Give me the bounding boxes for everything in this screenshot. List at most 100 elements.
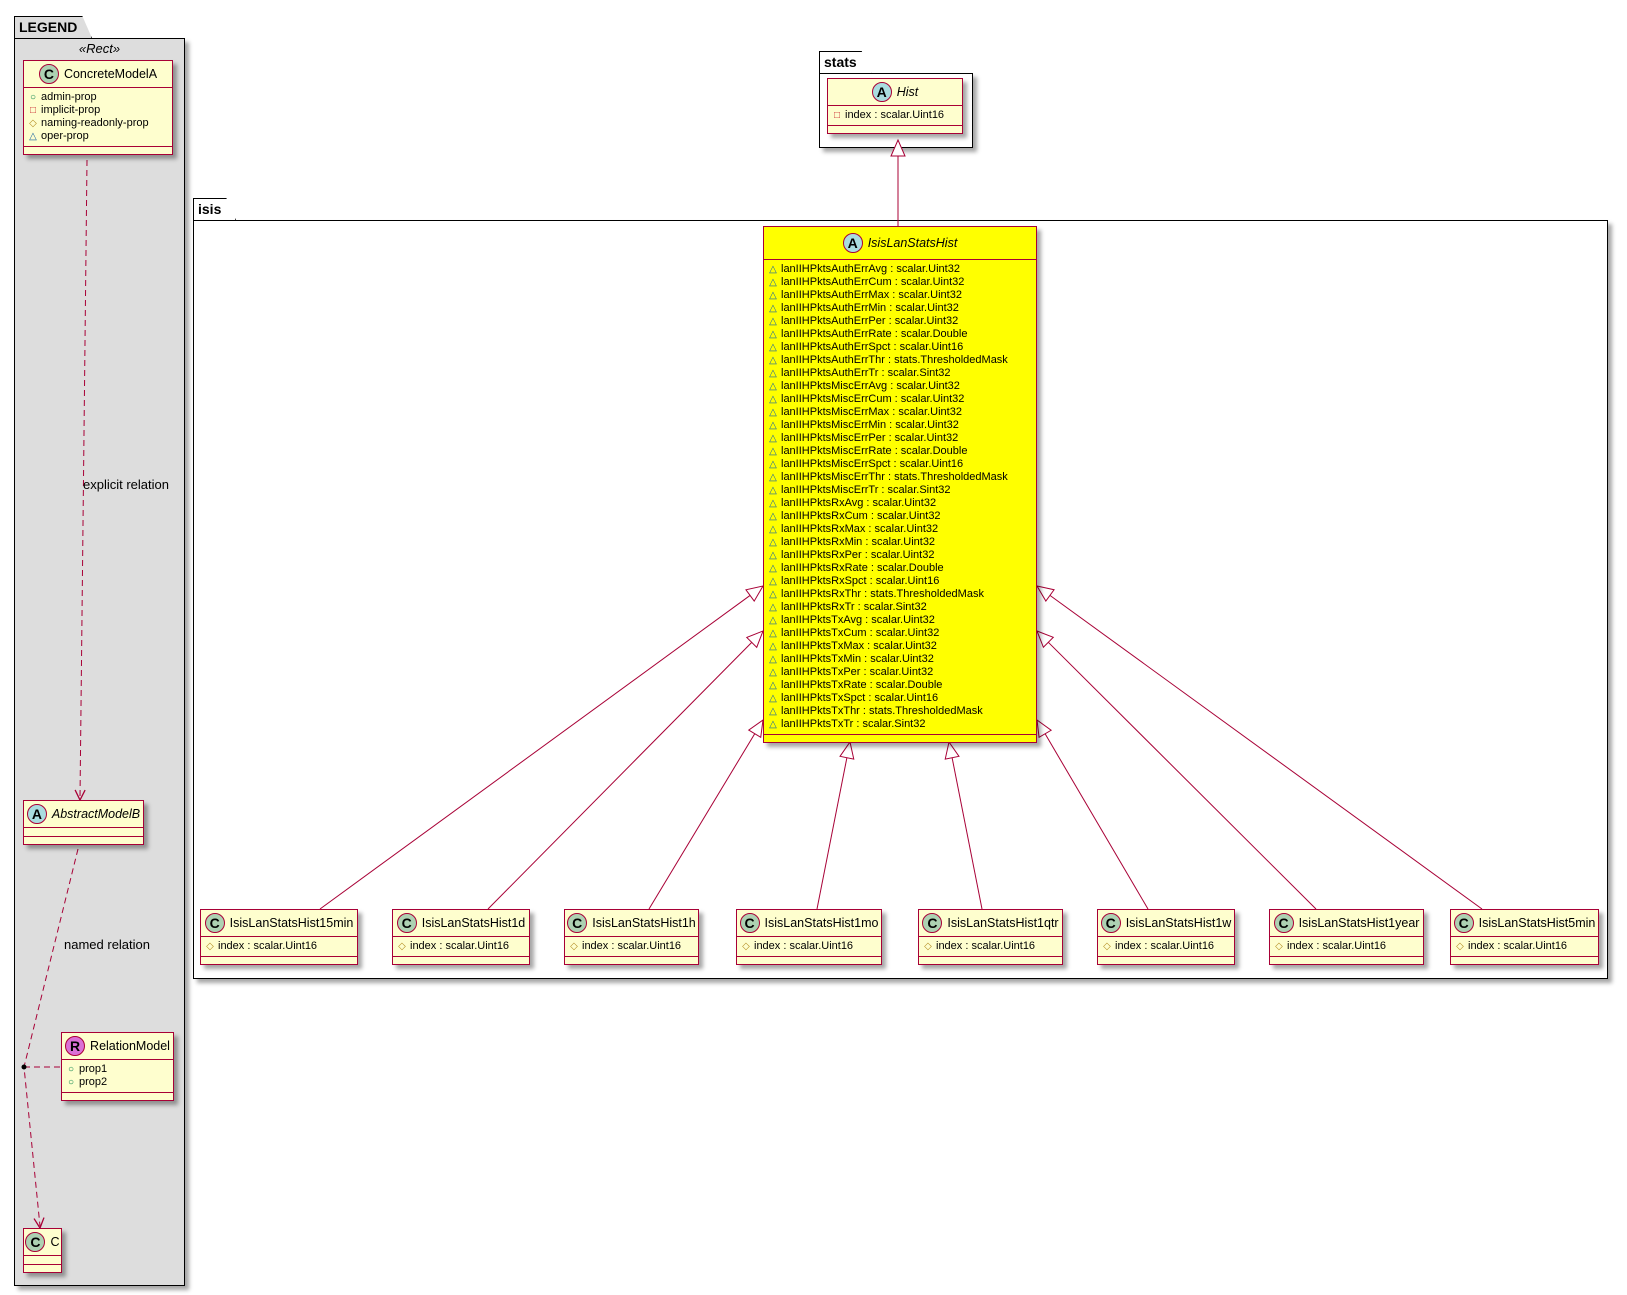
attribute-row: ◇index : scalar.Uint16 (1275, 940, 1418, 953)
class-methods (393, 957, 529, 964)
relation-class-icon: R (65, 1036, 86, 1056)
class-attributes: ◇index : scalar.Uint16 (565, 937, 698, 957)
class-attributes: ◇index : scalar.Uint16 (393, 937, 529, 957)
attribute-row: △lanIIHPktsRxCum : scalar.Uint32 (769, 510, 1031, 523)
attribute-row: △ lanIIHPktsTxRate : scalar.Double (769, 679, 1031, 692)
class-attributes: ◇index : scalar.Uint16 (201, 937, 357, 957)
class-icon: C (1273, 913, 1294, 933)
attribute-text: lanIIHPktsAuthErrRate : scalar.Double (781, 328, 968, 340)
attribute-row: □implicit-prop (29, 104, 167, 117)
package-visibility-icon: △ (769, 719, 777, 730)
attribute-text: lanIIHPktsRxMax : scalar.Uint32 (781, 523, 939, 535)
attribute-text: lanIIHPktsAuthErrAvg : scalar.Uint32 (781, 263, 960, 275)
attribute-row: ○prop1 (67, 1063, 168, 1076)
attribute-row: △lanIIHPktsAuthErrThr : stats.Thresholde… (769, 354, 1031, 367)
attribute-row: △ lanIIHPktsAuthErrRate : scalar.Double (769, 328, 1031, 341)
attribute-row: △lanIIHPktsRxThr : stats.ThresholdedMask (769, 588, 1031, 601)
class-icon: C (739, 913, 760, 933)
attribute-row: △lanIIHPktsMiscErrAvg : scalar.Uint32 (769, 380, 1031, 393)
class-name: IsisLanStatsHist1w (1125, 916, 1232, 930)
inheritance-arrowhead (890, 138, 906, 157)
attribute-text: lanIIHPktsTxPer : scalar.Uint32 (781, 666, 934, 678)
inheritance-arrowhead (1036, 718, 1053, 739)
class-methods (565, 957, 698, 964)
inheritance-line-h1year (1047, 641, 1317, 910)
attribute-text: lanIIHPktsTxMax : scalar.Uint32 (781, 640, 937, 652)
class-name: Hist (896, 85, 919, 99)
package-visibility-icon: △ (769, 680, 777, 691)
class-methods (62, 1093, 173, 1100)
attribute-text: lanIIHPktsTxRate : scalar.Double (781, 679, 943, 691)
class-attributes: ◇index : scalar.Uint16 (1451, 937, 1598, 957)
package-visibility-icon: △ (769, 329, 777, 340)
attribute-row: △lanIIHPktsMiscErrCum : scalar.Uint32 (769, 393, 1031, 406)
class-methods (24, 147, 172, 154)
inheritance-arrowhead (745, 630, 764, 649)
attribute-text: lanIIHPktsMiscErrThr : stats.Thresholded… (781, 471, 1008, 483)
attribute-text: index : scalar.Uint16 (1468, 940, 1568, 952)
attribute-row: ◇index : scalar.Uint16 (1456, 940, 1593, 953)
package-visibility-icon: △ (769, 511, 777, 522)
attribute-text: lanIIHPktsRxTr : scalar.Sint32 (781, 601, 927, 613)
package-visibility-icon: △ (769, 498, 777, 509)
class-name: IsisLanStatsHist1mo (764, 916, 879, 930)
public-visibility-icon: ○ (67, 1077, 75, 1088)
inheritance-line-h1qtr (951, 757, 983, 910)
attribute-text: lanIIHPktsRxMin : scalar.Uint32 (781, 536, 936, 548)
attribute-text: naming-readonly-prop (41, 117, 149, 129)
class-icon: C (25, 1232, 46, 1252)
abstract-class-icon: A (842, 233, 863, 253)
attribute-row: △lanIIHPktsMiscErrMax : scalar.Uint32 (769, 406, 1031, 419)
attribute-row: ◇index : scalar.Uint16 (924, 940, 1057, 953)
class-name: C (50, 1235, 60, 1249)
package-visibility-icon: △ (769, 641, 777, 652)
class-icon: C (1453, 913, 1474, 933)
inheritance-line-h5min (1049, 594, 1483, 910)
attribute-text: lanIIHPktsAuthErrThr : stats.Thresholded… (781, 354, 1008, 366)
package-visibility-icon: △ (769, 394, 777, 405)
attribute-text: oper-prop (41, 130, 89, 142)
attribute-row: ◇index : scalar.Uint16 (206, 940, 352, 953)
package-visibility-icon: △ (769, 368, 777, 379)
inheritance-arrowhead (944, 740, 960, 760)
attribute-row: △lanIIHPktsMiscErrSpct : scalar.Uint16 (769, 458, 1031, 471)
attribute-text: lanIIHPktsMiscErrMax : scalar.Uint32 (781, 406, 962, 418)
class-icon: C (922, 913, 943, 933)
package-visibility-icon: △ (769, 706, 777, 717)
abstract-class-icon: A (871, 82, 892, 102)
attribute-row: △lanIIHPktsTxCum : scalar.Uint32 (769, 627, 1031, 640)
attribute-row: △lanIIHPktsRxPer : scalar.Uint32 (769, 549, 1031, 562)
attribute-text: index : scalar.Uint16 (936, 940, 1036, 952)
attribute-row: △oper-prop (29, 130, 167, 143)
attribute-text: lanIIHPktsMiscErrMin : scalar.Uint32 (781, 419, 959, 431)
legend-stereotype: «Rect» (78, 41, 121, 56)
attribute-row: ○admin-prop (29, 91, 167, 104)
attribute-row: △lanIIHPktsTxMin : scalar.Uint32 (769, 653, 1031, 666)
class-methods (828, 126, 962, 133)
inheritance-arrowhead (745, 585, 765, 602)
attribute-row: ◇index : scalar.Uint16 (1103, 940, 1229, 953)
inheritance-arrowhead (839, 740, 855, 760)
package-visibility-icon: △ (769, 290, 777, 301)
attribute-row: ○prop2 (67, 1076, 168, 1089)
attribute-row: △lanIIHPktsTxPer : scalar.Uint32 (769, 666, 1031, 679)
class-methods (1451, 957, 1598, 964)
